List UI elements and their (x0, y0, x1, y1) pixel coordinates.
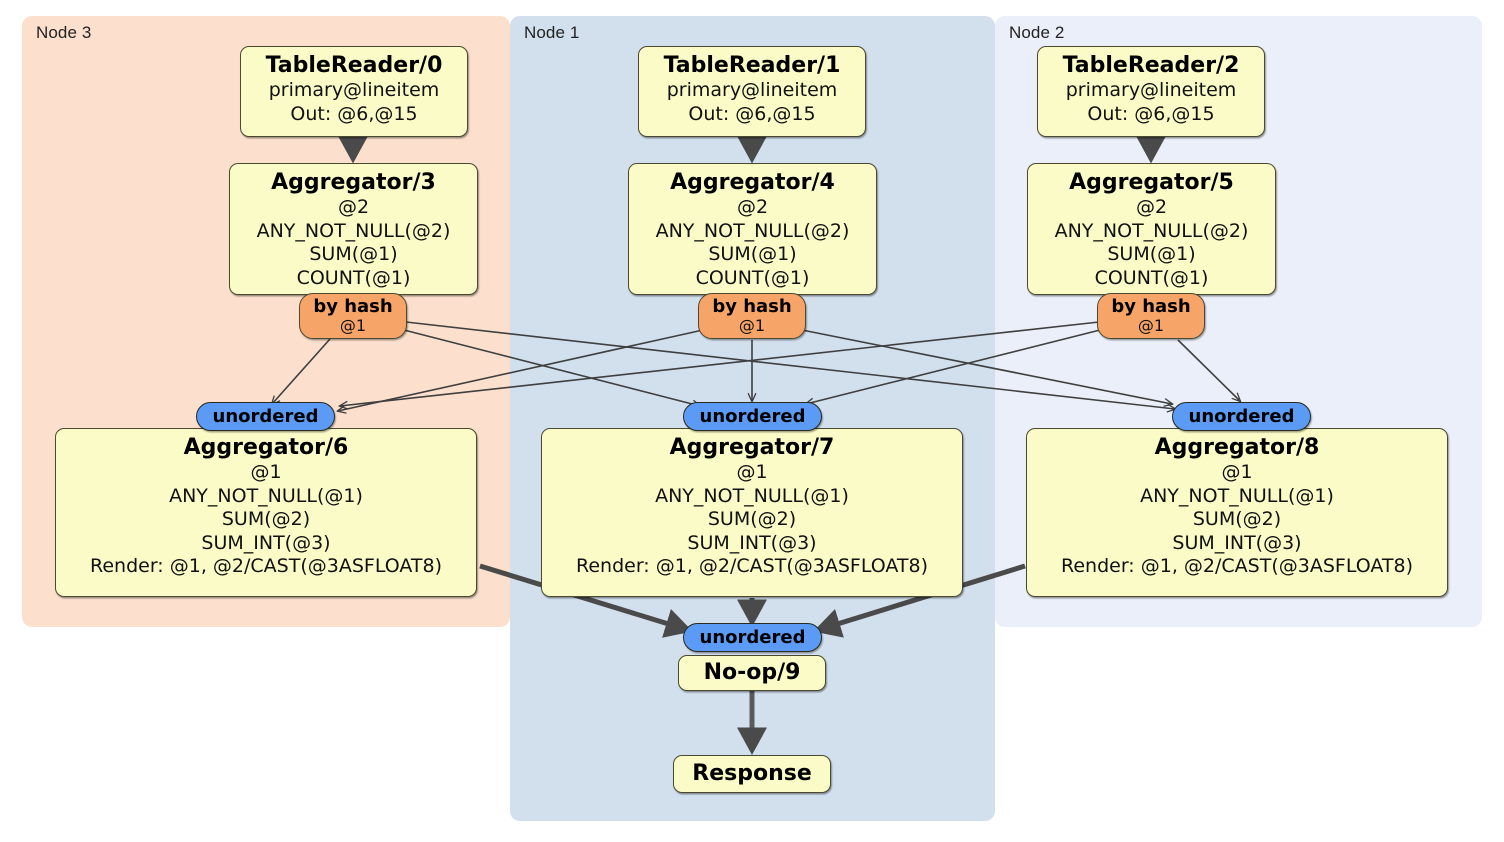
box-aggregator7[interactable]: Aggregator/7 @1 ANY_NOT_NULL(@1) SUM(@2)… (541, 428, 963, 597)
box-line: Out: @6,@15 (290, 102, 418, 125)
box-aggregator5[interactable]: Aggregator/5 @2 ANY_NOT_NULL(@2) SUM(@1)… (1027, 163, 1276, 295)
box-line: COUNT(@1) (296, 266, 411, 289)
box-line: SUM_INT(@3) (1172, 531, 1302, 554)
box-line: SUM_INT(@3) (201, 531, 331, 554)
box-line: SUM(@1) (309, 243, 398, 266)
router-column: @1 (738, 315, 766, 335)
box-title: Response (692, 761, 812, 787)
router-hash-right[interactable]: by hash @1 (1097, 293, 1205, 339)
box-title: Aggregator/4 (670, 170, 835, 195)
box-line: ANY_NOT_NULL(@2) (1054, 219, 1249, 242)
box-line: @2 (1135, 196, 1168, 219)
box-title: Aggregator/3 (271, 170, 436, 195)
box-line: SUM(@2) (707, 508, 797, 531)
box-line: Render: @1, @2/CAST(@3ASFLOAT8) (90, 555, 442, 578)
box-line: Render: @1, @2/CAST(@3ASFLOAT8) (1061, 555, 1413, 578)
router-label: unordered (212, 406, 319, 427)
box-line: Out: @6,@15 (1087, 102, 1215, 125)
box-title: Aggregator/7 (669, 435, 835, 460)
box-noop9[interactable]: No-op/9 (678, 655, 826, 691)
router-label: by hash (1111, 295, 1191, 317)
box-aggregator4[interactable]: Aggregator/4 @2 ANY_NOT_NULL(@2) SUM(@1)… (628, 163, 877, 295)
box-line: Render: @1, @2/CAST(@3ASFLOAT8) (576, 555, 928, 578)
box-line: ANY_NOT_NULL(@1) (655, 484, 849, 507)
router-column: @1 (1137, 315, 1165, 335)
router-label: by hash (313, 295, 393, 317)
router-column: @1 (339, 315, 367, 335)
box-line: SUM(@1) (708, 243, 797, 266)
box-title: TableReader/2 (1062, 53, 1240, 78)
box-line: primary@lineitem (1065, 79, 1237, 102)
box-line: SUM_INT(@3) (687, 531, 817, 554)
router-unordered-mid[interactable]: unordered (683, 402, 822, 431)
box-aggregator6[interactable]: Aggregator/6 @1 ANY_NOT_NULL(@1) SUM(@2)… (55, 428, 477, 597)
box-line: @1 (736, 461, 768, 484)
box-line: Out: @6,@15 (688, 102, 816, 125)
box-line: ANY_NOT_NULL(@1) (169, 484, 363, 507)
node-panel-label-node1: Node 1 (524, 23, 580, 42)
box-line: primary@lineitem (268, 79, 440, 102)
box-aggregator8[interactable]: Aggregator/8 @1 ANY_NOT_NULL(@1) SUM(@2)… (1026, 428, 1448, 597)
box-tablereader2[interactable]: TableReader/2 primary@lineitem Out: @6,@… (1037, 46, 1265, 137)
box-line: SUM(@2) (221, 508, 311, 531)
router-label: by hash (712, 295, 792, 317)
box-line: primary@lineitem (666, 79, 838, 102)
router-label: unordered (699, 627, 806, 648)
box-tablereader0[interactable]: TableReader/0 primary@lineitem Out: @6,@… (240, 46, 468, 137)
router-hash-left[interactable]: by hash @1 (299, 293, 407, 339)
box-aggregator3[interactable]: Aggregator/3 @2 ANY_NOT_NULL(@2) SUM(@1)… (229, 163, 478, 295)
router-label: unordered (1188, 406, 1295, 427)
box-title: Aggregator/5 (1069, 170, 1234, 195)
box-title: Aggregator/6 (183, 435, 349, 460)
router-hash-mid[interactable]: by hash @1 (698, 293, 806, 339)
box-title: TableReader/0 (265, 53, 443, 78)
box-title: Aggregator/8 (1154, 435, 1320, 460)
router-unordered-final[interactable]: unordered (683, 623, 822, 652)
box-line: @2 (736, 196, 769, 219)
box-response[interactable]: Response (673, 755, 831, 793)
box-line: ANY_NOT_NULL(@2) (655, 219, 850, 242)
box-line: SUM(@2) (1192, 508, 1282, 531)
box-title: No-op/9 (703, 660, 801, 686)
node-panel-label-node3: Node 3 (36, 23, 92, 42)
node-panel-label-node2: Node 2 (1009, 23, 1065, 42)
box-line: @1 (1221, 461, 1253, 484)
box-line: @1 (250, 461, 282, 484)
router-unordered-right[interactable]: unordered (1172, 402, 1311, 431)
box-title: TableReader/1 (663, 53, 841, 78)
box-line: COUNT(@1) (1094, 266, 1209, 289)
box-line: SUM(@1) (1107, 243, 1196, 266)
box-line: ANY_NOT_NULL(@1) (1140, 484, 1334, 507)
box-line: COUNT(@1) (695, 266, 810, 289)
box-line: @2 (337, 196, 370, 219)
router-unordered-left[interactable]: unordered (196, 402, 335, 431)
box-line: ANY_NOT_NULL(@2) (256, 219, 451, 242)
router-label: unordered (699, 406, 806, 427)
box-tablereader1[interactable]: TableReader/1 primary@lineitem Out: @6,@… (638, 46, 866, 137)
